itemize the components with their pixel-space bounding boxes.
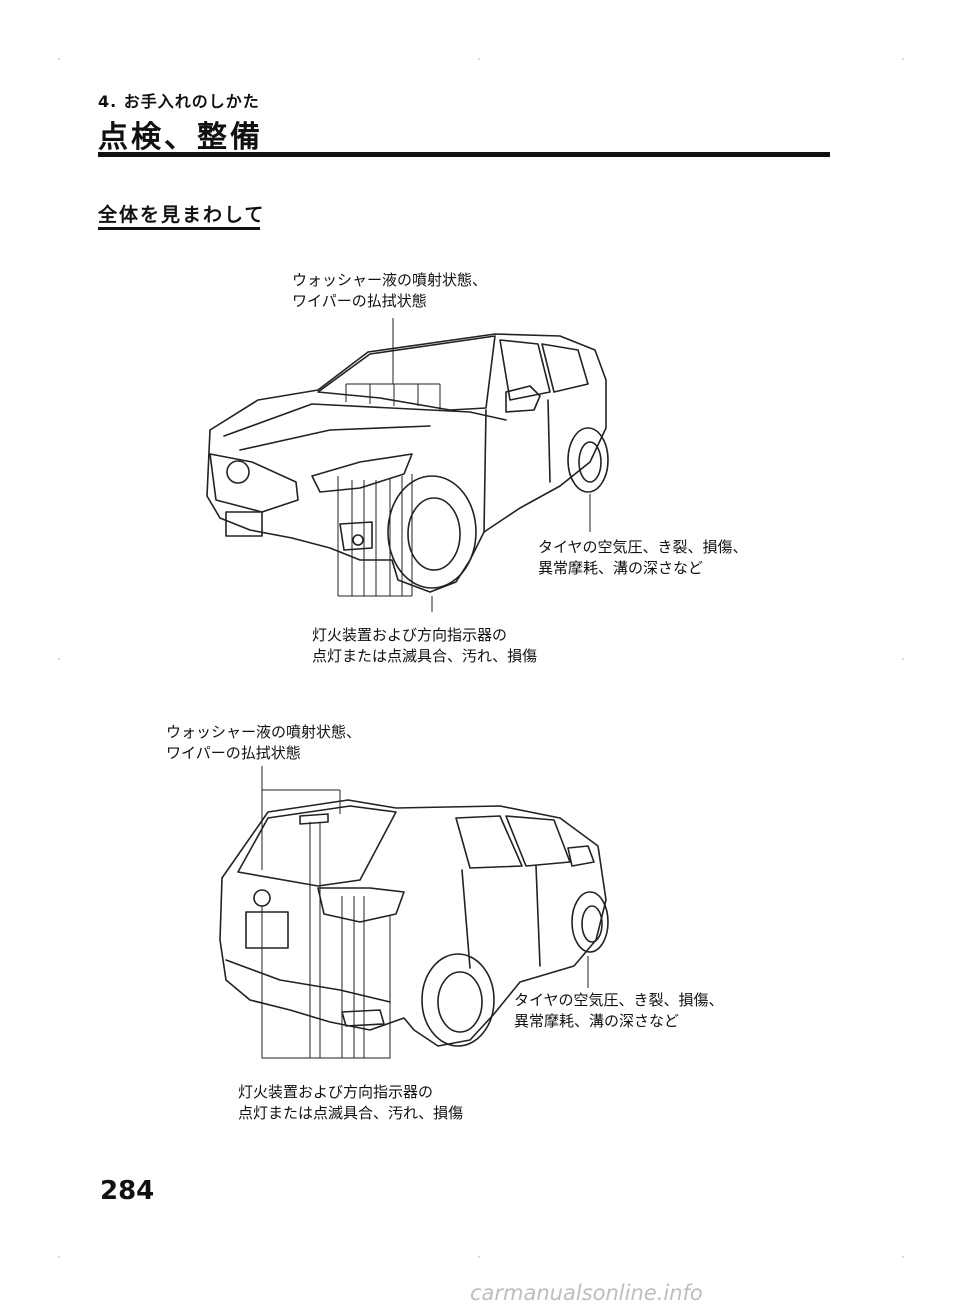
- front-washer-leader: [346, 318, 440, 410]
- rear-license-plate: [246, 912, 288, 948]
- hood-line: [224, 404, 506, 436]
- rear-lights-leader: [262, 822, 390, 1058]
- crop-dot: [58, 1256, 60, 1258]
- rear-wheel-rim: [579, 442, 601, 482]
- front-fog-lamp: [340, 522, 372, 550]
- rear-spoiler: [300, 814, 328, 824]
- chapter-label: 4. お手入れのしかた: [98, 92, 260, 111]
- rear-washer-line-1: ウォッシャー液の噴射状態、: [166, 723, 362, 741]
- page-number: 284: [100, 1176, 155, 1206]
- front-tire-callout: タイヤの空気圧、き裂、損傷、 異常摩耗、溝の深さなど: [538, 537, 748, 579]
- crop-dot: [902, 658, 904, 660]
- crop-dot: [478, 1256, 480, 1258]
- front-license-plate: [226, 512, 262, 536]
- rear-view-front-wheel: [572, 892, 608, 952]
- front-side-mirror: [506, 386, 540, 412]
- front-lights-line-1: 灯火装置および方向指示器の: [312, 626, 508, 644]
- crop-dot: [902, 58, 904, 60]
- rear-side-window-large: [456, 816, 522, 868]
- rear-lights-line-1: 灯火装置および方向指示器の: [238, 1083, 434, 1101]
- front-lights-leader: [338, 474, 432, 612]
- rear-view-rear-rim: [438, 972, 482, 1032]
- front-grille: [210, 454, 298, 512]
- front-tire-line-1: タイヤの空気圧、き裂、損傷、: [538, 538, 748, 556]
- front-fog-bulb: [353, 535, 363, 545]
- crop-dot: [58, 658, 60, 660]
- rear-view-rear-wheel: [422, 954, 494, 1046]
- rear-side-window-small: [506, 816, 570, 866]
- rear-emblem: [254, 890, 270, 906]
- rear-bumper: [226, 960, 390, 1002]
- front-windshield: [318, 336, 495, 410]
- rear-tire-line-1: タイヤの空気圧、き裂、損傷、: [514, 991, 724, 1009]
- rear-side-window: [542, 344, 588, 392]
- front-lights-callout: 灯火装置および方向指示器の 点灯または点滅具合、汚れ、損傷: [312, 625, 537, 667]
- rear-washer-callout: ウォッシャー液の噴射状態、 ワイパーの払拭状態: [166, 722, 361, 764]
- title-rule: [98, 152, 830, 157]
- rear-reflector: [342, 1010, 384, 1026]
- rear-wheel: [568, 428, 608, 492]
- watermark: carmanualsonline.info: [470, 1281, 703, 1305]
- front-washer-line-2: ワイパーの払拭状態: [292, 292, 427, 310]
- page-title: 点検、整備: [98, 120, 263, 155]
- rear-tire-line-2: 異常摩耗、溝の深さなど: [514, 1012, 680, 1030]
- crop-dot: [478, 58, 480, 60]
- front-washer-callout: ウォッシャー液の噴射状態、 ワイパーの払拭状態: [292, 270, 487, 312]
- rear-body-outline: [220, 800, 606, 1046]
- rear-tail-lamp: [318, 888, 404, 922]
- rear-washer-leader: [262, 766, 340, 870]
- rear-door-line-2: [536, 866, 540, 966]
- front-wheel-rim: [408, 498, 460, 570]
- rear-washer-line-2: ワイパーの払拭状態: [166, 744, 301, 762]
- front-tire-line-2: 異常摩耗、溝の深さなど: [538, 559, 704, 577]
- front-headlight: [312, 454, 412, 492]
- rear-lights-line-2: 点灯または点滅具合、汚れ、損傷: [238, 1104, 464, 1122]
- crop-dot: [58, 58, 60, 60]
- rear-tire-callout: タイヤの空気圧、き裂、損傷、 異常摩耗、溝の深さなど: [514, 990, 724, 1032]
- front-door-line: [484, 410, 486, 532]
- rear-window: [238, 806, 396, 886]
- crop-dot: [902, 1256, 904, 1258]
- front-wheel: [388, 476, 476, 588]
- rear-door-line-1: [462, 870, 470, 968]
- front-lights-line-2: 点灯または点滅具合、汚れ、損傷: [312, 647, 538, 665]
- section-heading: 全体を見まわして: [98, 204, 266, 226]
- rear-view-front-rim: [582, 906, 602, 942]
- hood-crease: [240, 426, 430, 450]
- rear-door-line: [548, 400, 550, 482]
- front-side-window: [500, 340, 550, 400]
- rear-side-mirror: [568, 846, 594, 866]
- section-underline: [98, 227, 260, 230]
- front-emblem: [227, 461, 249, 483]
- front-washer-line-1: ウォッシャー液の噴射状態、: [292, 271, 488, 289]
- rear-lights-callout: 灯火装置および方向指示器の 点灯または点滅具合、汚れ、損傷: [238, 1082, 463, 1124]
